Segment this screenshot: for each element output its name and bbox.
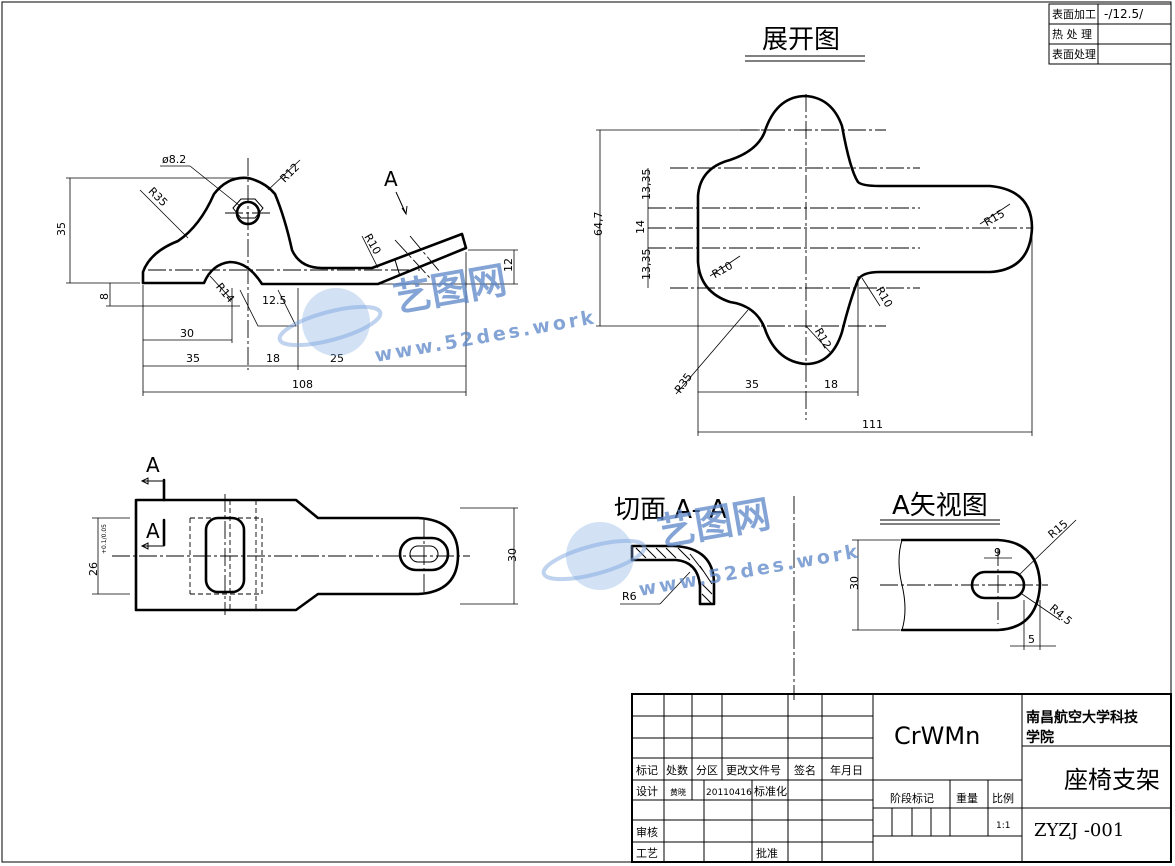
surface-row-0-label: 表面加工 (1052, 7, 1096, 21)
top-view: A A 26 +0.1/0.05 30 (87, 453, 519, 615)
section-title: 切面 A- A (614, 495, 727, 525)
unfold-dim-64-7: 64,7 (592, 212, 605, 237)
tb-design-date: 20110416 (706, 788, 752, 798)
tb-designer: 黄晓 (670, 787, 686, 797)
front-dim-r35: R35 (146, 185, 170, 209)
front-dim-w35: 35 (186, 352, 200, 365)
tb-drawing-no: ZYZJ -001 (1034, 820, 1124, 841)
aview-dim-w9: 9 (994, 546, 1001, 559)
section-view: 切面 A- A R6 (614, 495, 795, 700)
a-view: A矢视图 30 9 R15 R4.5 5 (848, 491, 1077, 650)
aview-title: A矢视图 (892, 491, 988, 521)
tb-header-5: 年月日 (830, 763, 863, 777)
unfold-dim-w35: 35 (745, 378, 759, 391)
tb-stage-label: 阶段标记 (890, 791, 934, 805)
tb-header-1: 处数 (666, 764, 688, 777)
unfold-view: 展开图 64,7 13,35 14 13,35 R15 R10 R10 R12 … (592, 25, 1034, 436)
tb-header-0: 标记 (636, 763, 658, 777)
unfold-title: 展开图 (762, 25, 840, 55)
aview-dim-h30: 30 (848, 576, 861, 590)
watermark-1-brand: 艺图网 (390, 258, 510, 321)
tb-header-2: 分区 (696, 764, 718, 777)
watermark-2: 艺图网 www.52des.work (541, 492, 862, 601)
surface-table: 表面加工 -/12.5/ 热 处 理 表面处理 (1048, 3, 1172, 65)
front-dim-dhole: ø8.2 (162, 153, 186, 166)
tb-standard-label: 标准化 (754, 784, 787, 798)
front-dim-r14: R14 (213, 281, 237, 306)
tb-part-name: 座椅支架 (1064, 766, 1160, 794)
tb-material: CrWMn (894, 722, 980, 750)
tb-design-label: 设计 (636, 785, 658, 798)
tb-header-4: 签名 (794, 763, 816, 777)
tb-approve-label: 批准 (756, 846, 778, 860)
unfold-dim-13-35a: 13,35 (640, 169, 653, 201)
front-dim-w25: 25 (330, 352, 344, 365)
section-dim-r6: R6 (622, 590, 637, 603)
unfold-dim-r12: R12 (812, 326, 834, 351)
unfold-dim-r35: R35 (672, 371, 695, 396)
top-label-a2: A (146, 519, 160, 543)
aview-dim-r15: R15 (1046, 517, 1071, 541)
front-arrow-a: A (384, 167, 398, 191)
front-dim-h8: 8 (98, 293, 111, 300)
top-label-a1: A (146, 453, 160, 477)
front-dim-w108: 108 (292, 378, 313, 391)
unfold-dim-w111: 111 (862, 418, 883, 431)
unfold-dim-w18: 18 (824, 378, 838, 391)
tb-process-label: 工艺 (636, 847, 658, 860)
top-dim-h26-tol: +0.1/0.05 (101, 524, 108, 554)
top-dim-h26: 26 (87, 562, 100, 576)
tb-school-2: 学院 (1026, 729, 1054, 746)
top-dim-h30: 30 (506, 548, 519, 562)
unfold-dim-r15: R15 (982, 207, 1007, 229)
tb-review-label: 审核 (636, 825, 658, 839)
tb-header-3: 更改文件号 (726, 763, 781, 777)
unfold-dim-13-35b: 13,35 (640, 249, 653, 281)
front-dim-h12: 12 (502, 258, 515, 272)
title-block: CrWMn 南昌航空大学科技 学院 座椅支架 ZYZJ -001 标记 处数 分… (631, 693, 1172, 863)
surface-row-2-label: 表面处理 (1052, 47, 1096, 61)
tb-weight-label: 重量 (956, 791, 978, 805)
front-dim-r12: R12 (278, 161, 302, 185)
front-dim-h35: 35 (55, 222, 68, 236)
surface-row-0-value: -/12.5/ (1104, 7, 1144, 21)
aview-dim-r4-5: R4.5 (1047, 602, 1075, 628)
front-dim-w30: 30 (180, 327, 194, 340)
tb-school-1: 南昌航空大学科技 (1026, 709, 1139, 726)
front-dim-w18: 18 (266, 352, 280, 365)
front-dim-r10: R10 (361, 232, 383, 257)
tb-scale-value: 1:1 (996, 821, 1010, 831)
watermark-1: 艺图网 www.52des.work (277, 258, 598, 367)
front-dim-a12-5: 12.5 (262, 294, 287, 307)
unfold-dim-14: 14 (634, 220, 647, 234)
aview-dim-w5: 5 (1028, 633, 1035, 646)
tb-scale-label: 比例 (992, 791, 1014, 805)
surface-row-1-label: 热 处 理 (1052, 28, 1092, 41)
